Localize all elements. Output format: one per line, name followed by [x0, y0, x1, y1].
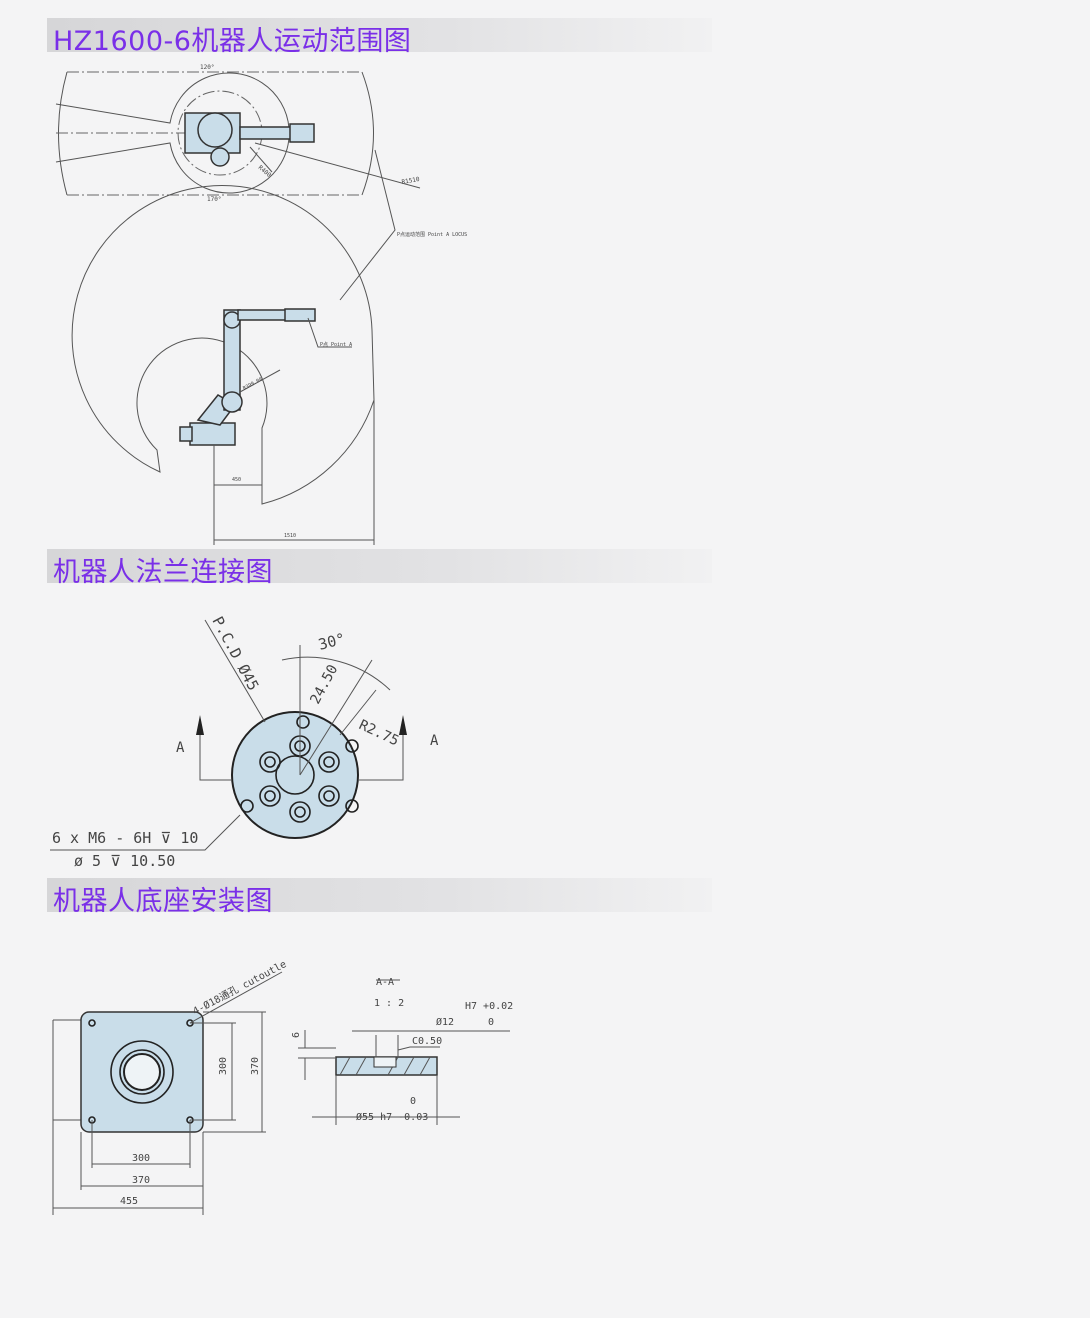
section-header-motion-range: HZ1600-6机器人运动范围图: [47, 18, 712, 57]
dimension-label: 370: [250, 1057, 261, 1075]
section-name: A-A: [376, 977, 394, 988]
holes-label: 4-Ø18通孔 cutoutle: [191, 958, 289, 1018]
section-header-base: 机器人底座安装图: [47, 878, 712, 917]
dimension-label: 450: [232, 477, 241, 483]
drill-spec: ø 5 ⊽ 10.50: [74, 852, 175, 870]
diameter-label: Ø12: [436, 1016, 454, 1028]
angle-label: 120°: [200, 64, 214, 71]
tolerance-upper: H7 +0.02: [465, 1001, 513, 1012]
dimension-label: 370: [132, 1175, 150, 1186]
thread-spec: 6 x M6 - 6H ⊽ 10: [52, 829, 198, 847]
pcd-label: P.C.D Ø45: [208, 613, 262, 693]
dimension-label: 300: [132, 1153, 150, 1164]
chamfer-label: C0.50: [412, 1036, 442, 1047]
dimension-label: 300: [218, 1057, 229, 1075]
base-plan-drawing: 4-Ø18通孔 cutoutle 300 370 300 370 455: [52, 958, 289, 1215]
section-header-flange: 机器人法兰连接图: [47, 549, 712, 588]
motion-range-top-view: 120° 170° R400 R1510 P点运动范围 Point A LOCU…: [55, 64, 467, 301]
dimension-label: 24.50: [307, 662, 341, 707]
radius-label: R399.08: [242, 377, 263, 392]
section-mark-right: A: [430, 733, 439, 749]
diameter-label: Ø55 h7 -0.03: [356, 1111, 428, 1123]
radius-label: R1510: [401, 176, 420, 186]
dimension-label: 455: [120, 1196, 138, 1207]
locus-label: P点运动范围 Point A LOCUS: [397, 231, 467, 238]
depth-label: 6: [291, 1032, 302, 1038]
robot-top-icon: [184, 112, 315, 167]
angle-label: 170°: [207, 196, 221, 203]
section-title: 机器人法兰连接图: [53, 557, 273, 588]
flange-drawing: P.C.D Ø45 30° 24.50 R2.75 A A 6 x M6 - 6…: [50, 613, 439, 870]
section-title: 机器人底座安装图: [53, 886, 273, 917]
section-mark-left: A: [176, 740, 185, 756]
tolerance-upper: 0: [410, 1096, 416, 1107]
section-scale: 1 : 2: [374, 998, 404, 1009]
robot-side-icon: [179, 308, 316, 446]
section-title: HZ1600-6机器人运动范围图: [53, 26, 412, 57]
motion-range-side-view: P点 Point A R399.08 450 1510: [71, 184, 375, 545]
point-label: P点 Point A: [320, 342, 352, 348]
dimension-label: 1510: [284, 533, 296, 539]
radius-label: R2.75: [356, 717, 401, 749]
tolerance-lower: 0: [488, 1017, 494, 1028]
base-section-drawing: A-A 1 : 2 H7 +0.02 0 Ø12 C0.50 6 0 Ø55 h…: [291, 977, 513, 1125]
angle-label: 30°: [316, 629, 347, 653]
